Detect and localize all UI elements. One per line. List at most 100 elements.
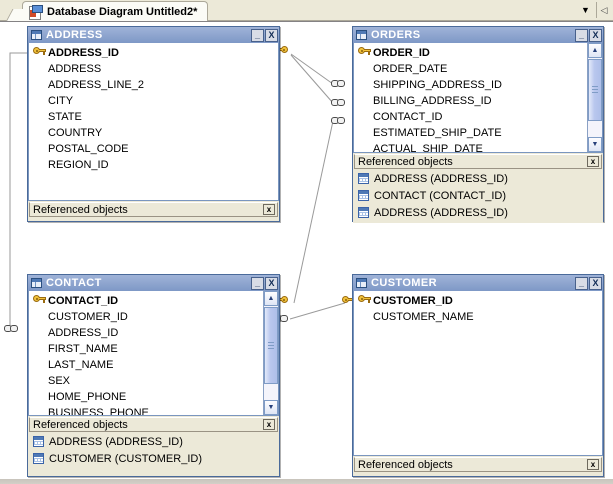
column-row[interactable]: SEX (29, 373, 263, 389)
relationship-fk-icon-contact-address (4, 324, 21, 333)
referenced-objects-list-orders: ADDRESS (ADDRESS_ID) CONTACT (CONTACT_ID… (353, 169, 603, 223)
column-row[interactable]: ADDRESS_ID (29, 325, 263, 341)
table-title-bar-orders[interactable]: ORDERS _ X (353, 27, 603, 43)
list-item[interactable]: ADDRESS (ADDRESS_ID) (28, 433, 279, 450)
table-title-bar-customer[interactable]: CUSTOMER _ X (353, 275, 603, 291)
table-window-contact[interactable]: CONTACT _ X CONTACT_ID CUSTOMER_ID ADDRE… (27, 274, 280, 477)
referenced-objects-label: Referenced objects (33, 418, 128, 431)
list-item[interactable]: CUSTOMER (CUSTOMER_ID) (28, 450, 279, 467)
column-row[interactable]: BUSINESS_PHONE (29, 405, 263, 415)
column-name: REGION_ID (48, 159, 109, 171)
chevron-down-icon[interactable]: ▼ (581, 4, 590, 15)
diagram-canvas[interactable]: ADDRESS _ X ADDRESS_ID ADDRESS ADDRESS_L… (0, 21, 613, 484)
relationship-fk-icon-orders-1 (331, 79, 348, 88)
minimize-button[interactable]: _ (251, 28, 264, 42)
column-row[interactable]: STATE (29, 109, 278, 125)
close-icon[interactable]: x (587, 459, 599, 470)
referenced-objects-bar-orders[interactable]: Referenced objects x (354, 154, 602, 169)
column-row[interactable]: CITY (29, 93, 278, 109)
column-row[interactable]: COUNTRY (29, 125, 278, 141)
column-row[interactable]: POSTAL_CODE (29, 141, 278, 157)
list-item[interactable]: ADDRESS (ADDRESS_ID) (353, 204, 603, 221)
scrollbar-thumb[interactable] (588, 59, 602, 121)
column-row[interactable]: CONTACT_ID (29, 293, 263, 309)
relationship-fk-icon-orders-3 (331, 116, 348, 125)
column-row[interactable]: ADDRESS_LINE_2 (29, 77, 278, 93)
column-name: COUNTRY (48, 127, 103, 139)
column-row[interactable]: HOME_PHONE (29, 389, 263, 405)
list-item[interactable]: CONTACT (CONTACT_ID) (353, 187, 603, 204)
column-name: CUSTOMER_ID (373, 295, 453, 307)
scroll-down-arrow-icon[interactable]: ▼ (588, 137, 602, 152)
ref-label: ADDRESS (ADDRESS_ID) (49, 435, 183, 448)
column-name: CUSTOMER_NAME (373, 311, 474, 323)
scrollbar-thumb[interactable] (264, 307, 278, 384)
column-name: LAST_NAME (48, 359, 114, 371)
close-button[interactable]: X (589, 28, 602, 42)
primary-key-icon (358, 47, 373, 59)
column-name: ESTIMATED_SHIP_DATE (373, 127, 502, 139)
column-name: SHIPPING_ADDRESS_ID (373, 79, 502, 91)
minimize-button[interactable]: _ (575, 28, 588, 42)
column-row[interactable]: ORDER_DATE (354, 61, 587, 77)
vertical-scrollbar-orders[interactable]: ▲ ▼ (587, 43, 602, 152)
column-name: ORDER_ID (373, 47, 430, 59)
table-window-orders[interactable]: ORDERS _ X ORDER_ID ORDER_DATE SHIPPING_… (352, 26, 604, 223)
column-name: ADDRESS_LINE_2 (48, 79, 144, 91)
scroll-up-arrow-icon[interactable]: ▲ (264, 291, 278, 306)
column-row[interactable]: CUSTOMER_ID (354, 293, 602, 309)
close-icon[interactable]: x (263, 204, 275, 215)
referenced-objects-list-contact: ADDRESS (ADDRESS_ID) CUSTOMER (CUSTOMER_… (28, 432, 279, 469)
column-row[interactable]: SHIPPING_ADDRESS_ID (354, 77, 587, 93)
table-columns-address: ADDRESS_ID ADDRESS ADDRESS_LINE_2 CITY S… (28, 43, 279, 201)
minimize-button[interactable]: _ (575, 276, 588, 290)
table-name-customer: CUSTOMER (371, 277, 437, 289)
referenced-objects-bar-contact[interactable]: Referenced objects x (29, 417, 278, 432)
vertical-scrollbar-contact[interactable]: ▲ ▼ (263, 291, 278, 415)
column-row[interactable]: FIRST_NAME (29, 341, 263, 357)
column-name: CITY (48, 95, 74, 107)
column-row[interactable]: ACTUAL_SHIP_DATE (354, 141, 587, 152)
close-icon[interactable]: x (263, 419, 275, 430)
minimize-button[interactable]: _ (251, 276, 264, 290)
ref-label: ADDRESS (ADDRESS_ID) (374, 172, 508, 185)
diagram-document-icon (28, 5, 43, 20)
referenced-objects-bar-customer[interactable]: Referenced objects x (354, 457, 602, 472)
column-row[interactable]: ESTIMATED_SHIP_DATE (354, 125, 587, 141)
column-row[interactable]: CONTACT_ID (354, 109, 587, 125)
close-button[interactable]: X (265, 276, 278, 290)
table-columns-orders: ORDER_ID ORDER_DATE SHIPPING_ADDRESS_ID … (353, 43, 603, 153)
table-title-bar-address[interactable]: ADDRESS _ X (28, 27, 279, 43)
close-button[interactable]: X (265, 28, 278, 42)
referenced-objects-bar-address[interactable]: Referenced objects x (29, 202, 278, 217)
scroll-down-arrow-icon[interactable]: ▼ (264, 400, 278, 415)
table-window-customer[interactable]: CUSTOMER _ X CUSTOMER_ID CUSTOMER_NAME R… (352, 274, 604, 477)
column-row[interactable]: CUSTOMER_ID (29, 309, 263, 325)
column-name: CONTACT_ID (48, 295, 119, 307)
column-name: BILLING_ADDRESS_ID (373, 95, 492, 107)
canvas-bottom-shadow (0, 479, 613, 484)
column-row[interactable]: ORDER_ID (354, 45, 587, 61)
column-name: ORDER_DATE (373, 63, 448, 75)
close-icon[interactable]: x (587, 156, 599, 167)
column-name: SEX (48, 375, 71, 387)
primary-key-icon (33, 47, 48, 59)
column-name: STATE (48, 111, 82, 123)
column-row[interactable]: REGION_ID (29, 157, 278, 173)
table-ref-icon (358, 207, 369, 218)
column-row[interactable]: BILLING_ADDRESS_ID (354, 93, 587, 109)
close-button[interactable]: X (589, 276, 602, 290)
list-item[interactable]: ADDRESS (ADDRESS_ID) (353, 170, 603, 187)
column-row[interactable]: ADDRESS (29, 61, 278, 77)
scroll-up-arrow-icon[interactable]: ▲ (588, 43, 602, 58)
column-row[interactable]: ADDRESS_ID (29, 45, 278, 61)
column-row[interactable]: CUSTOMER_NAME (354, 309, 602, 325)
table-window-address[interactable]: ADDRESS _ X ADDRESS_ID ADDRESS ADDRESS_L… (27, 26, 280, 222)
column-name: ACTUAL_SHIP_DATE (373, 143, 483, 152)
primary-key-icon (33, 295, 48, 307)
column-row[interactable]: LAST_NAME (29, 357, 263, 373)
tab-database-diagram[interactable]: Database Diagram Untitled2* (22, 1, 209, 21)
table-title-bar-contact[interactable]: CONTACT _ X (28, 275, 279, 291)
nav-left-icon[interactable]: ◁ (596, 2, 611, 18)
